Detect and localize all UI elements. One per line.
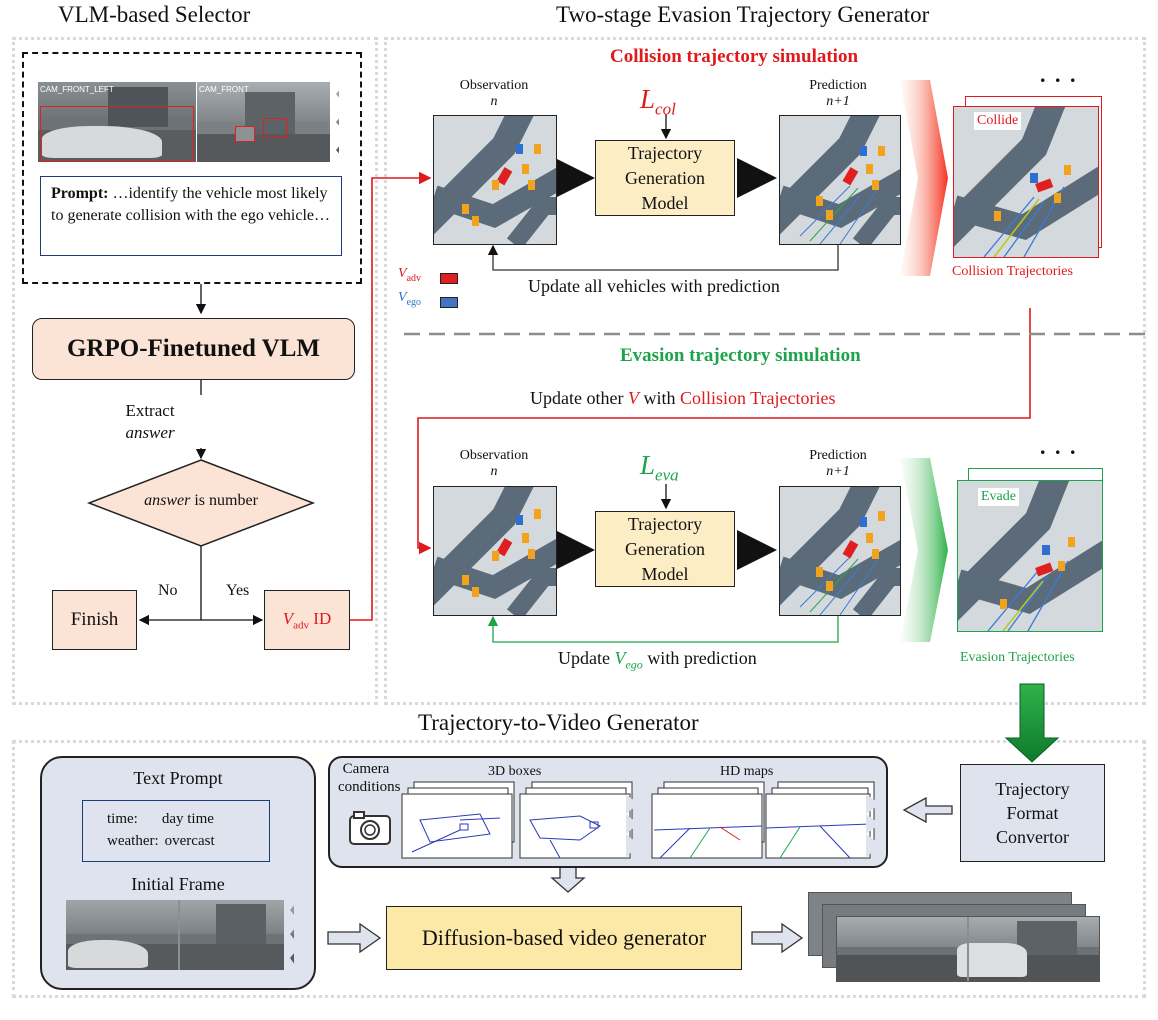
initial-frame-image bbox=[66, 900, 294, 970]
collision-obs-label: Observation n bbox=[459, 78, 529, 109]
evasion-ellipsis: . . . bbox=[1040, 434, 1078, 459]
selector-panel bbox=[12, 37, 378, 705]
yes-label: Yes bbox=[226, 582, 250, 599]
cam-label: CAM_FRONT bbox=[199, 85, 249, 94]
bbox bbox=[40, 106, 194, 162]
bbox bbox=[235, 126, 255, 142]
selector-flow-arrows bbox=[86, 284, 316, 626]
video-title: Trajectory-to-Video Generator bbox=[418, 710, 699, 735]
cam-front-image: CAM_FRONT bbox=[197, 82, 339, 162]
legend-ego: Vego bbox=[398, 290, 422, 308]
collision-ellipsis: . . . bbox=[1040, 62, 1078, 87]
evasion-prediction-map bbox=[779, 486, 901, 616]
collision-title: Collision trajectory simulation bbox=[610, 46, 859, 67]
output-video-frames bbox=[808, 892, 1100, 982]
collision-result-map bbox=[953, 106, 1099, 258]
no-label: No bbox=[158, 582, 178, 599]
prompt-box: Prompt: …identify the vehicle most likel… bbox=[40, 176, 342, 256]
video-panel bbox=[12, 740, 1146, 998]
evasion-title: Evasion trajectory simulation bbox=[620, 345, 861, 366]
torn-edge bbox=[330, 80, 348, 164]
evasion-glow-arrow bbox=[900, 458, 948, 642]
collision-model-box: Trajectory Generation Model bbox=[595, 140, 735, 216]
selector-title: VLM-based Selector bbox=[58, 2, 251, 27]
camera-conditions-label: Camera conditions bbox=[338, 761, 401, 795]
evasion-result-label: Evasion Trajectories bbox=[960, 650, 1075, 665]
input-dashed-box bbox=[22, 52, 362, 284]
boxes-stack bbox=[401, 781, 638, 859]
bbox bbox=[263, 118, 287, 138]
evasion-observation-map bbox=[433, 486, 557, 616]
vlm-box: GRPO-Finetuned VLM bbox=[32, 318, 355, 380]
decision-diamond bbox=[86, 459, 316, 547]
collide-label: Collide bbox=[974, 112, 1022, 130]
extract-label: Extract answer bbox=[125, 401, 175, 442]
convertor-box: Trajectory Format Convertor bbox=[960, 764, 1105, 862]
generator-flow-arrows bbox=[350, 80, 1150, 643]
hdmaps-stack bbox=[651, 781, 880, 859]
diffusion-box: Diffusion-based video generator bbox=[386, 906, 742, 970]
text-prompt-box: time:day time weather:overcast bbox=[82, 800, 270, 862]
legend-adv: Vadv bbox=[398, 266, 422, 284]
prompt-label: Prompt: bbox=[51, 185, 109, 202]
generator-panel bbox=[384, 37, 1146, 705]
collision-result-label: Collision Trajectories bbox=[952, 264, 1073, 279]
decision-label: answer is number bbox=[144, 492, 258, 509]
white-car bbox=[42, 126, 162, 158]
evasion-obs-label: Observation n bbox=[459, 448, 529, 479]
cam-label: CAM_FRONT_LEFT bbox=[40, 85, 114, 94]
collision-observation-map bbox=[433, 115, 557, 245]
update-other-label: Update other V with Collision Trajectori… bbox=[530, 388, 836, 408]
evasion-result-map bbox=[957, 480, 1103, 632]
evasion-loss: Leva bbox=[640, 450, 679, 485]
finish-box: Finish bbox=[52, 590, 137, 650]
collision-glow-arrow bbox=[900, 80, 948, 276]
prompt-text: …identify the vehicle most likely to gen… bbox=[51, 185, 331, 224]
text-prompt-title: Text Prompt bbox=[133, 768, 223, 788]
vadv-id-box: Vadv ID bbox=[264, 590, 350, 650]
collision-pred-label: Prediction n+1 bbox=[809, 78, 867, 109]
initial-frame-title: Initial Frame bbox=[131, 874, 225, 894]
boxes-label: 3D boxes bbox=[488, 764, 542, 779]
evasion-pred-label: Prediction n+1 bbox=[809, 448, 867, 479]
evasion-model-box: Trajectory Generation Model bbox=[595, 511, 735, 587]
evade-label: Evade bbox=[978, 488, 1019, 506]
generator-title: Two-stage Evasion Trajectory Generator bbox=[556, 2, 930, 27]
cam-front-left-image: CAM_FRONT_LEFT bbox=[38, 82, 196, 162]
camera-icon bbox=[349, 811, 391, 845]
legend-ego-swatch bbox=[440, 297, 458, 308]
hdmaps-label: HD maps bbox=[720, 764, 774, 779]
evasion-update-label: Update Vego with prediction bbox=[558, 648, 757, 672]
legend-adv-swatch bbox=[440, 273, 458, 284]
collision-loss: Lcol bbox=[640, 84, 676, 119]
collision-update-label: Update all vehicles with prediction bbox=[528, 276, 780, 296]
collision-prediction-map bbox=[779, 115, 901, 245]
torn-edge bbox=[284, 898, 300, 972]
